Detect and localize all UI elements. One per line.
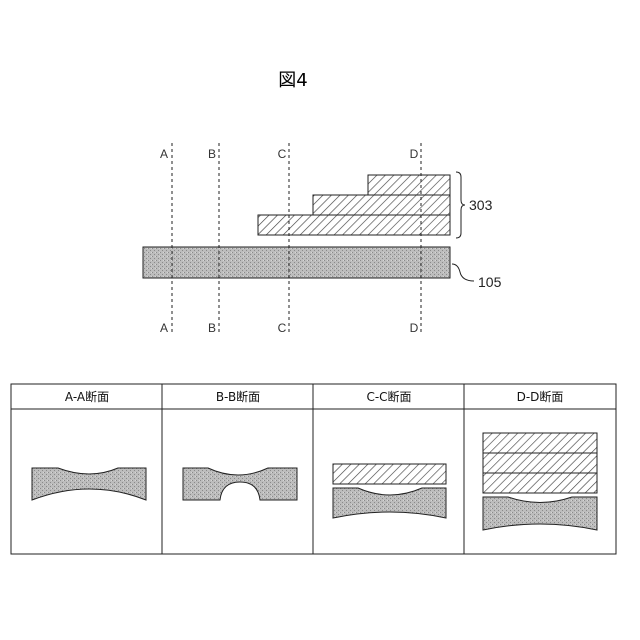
ref-label-105: 105 (478, 274, 502, 290)
section-cc-substrate (333, 488, 446, 518)
section-label-top-b: B (208, 147, 216, 161)
section-dd-layer-2 (483, 453, 597, 473)
table-header-bb: B-B断面 (216, 389, 260, 404)
ref-label-303: 303 (469, 197, 493, 213)
cross-section-table: A-A断面 B-B断面 C-C断面 D-D断面 (11, 384, 616, 554)
section-bb-substrate (183, 468, 297, 500)
table-header-dd: D-D断面 (517, 389, 564, 404)
substrate-105 (143, 247, 450, 278)
section-label-bottom-b: B (208, 321, 216, 335)
table-header-aa: A-A断面 (65, 389, 109, 404)
leader-105 (452, 264, 474, 281)
section-aa-substrate (32, 468, 146, 500)
section-dd-substrate (483, 497, 597, 530)
section-label-bottom-c: C (278, 321, 287, 335)
section-label-bottom-a: A (160, 321, 168, 335)
section-label-top-d: D (410, 147, 419, 161)
section-cc-layer (333, 464, 446, 484)
section-label-top-c: C (278, 147, 287, 161)
plan-view: A B C D A B C D 303 105 (143, 143, 502, 335)
section-dd-layer-1 (483, 433, 597, 453)
section-label-bottom-d: D (410, 321, 419, 335)
table-header-cc: C-C断面 (366, 389, 411, 404)
section-label-top-a: A (160, 147, 168, 161)
layer-303-middle (313, 195, 450, 215)
section-dd-layer-3 (483, 473, 597, 493)
layer-303-top (368, 175, 450, 195)
bracket-303 (456, 172, 465, 238)
figure-title: 図4 (278, 70, 307, 91)
